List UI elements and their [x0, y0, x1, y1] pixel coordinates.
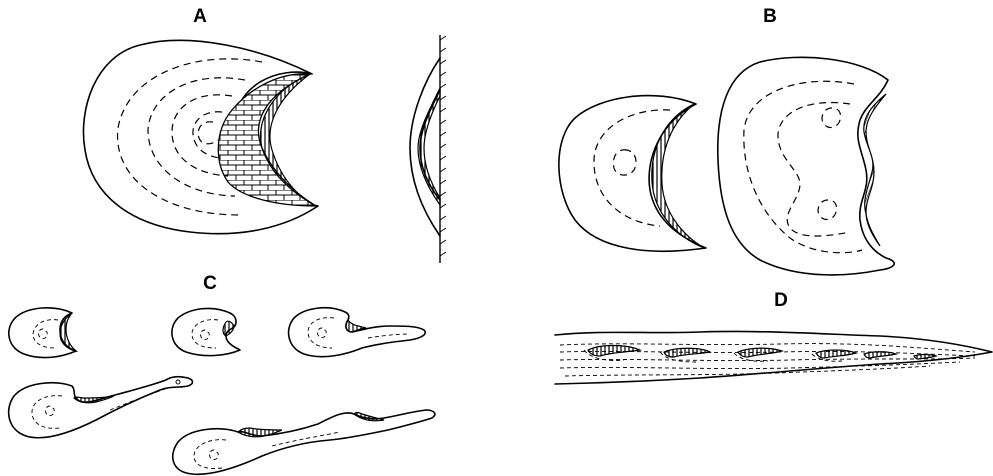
panel-d-crescent	[664, 348, 710, 357]
panel-d: D	[555, 290, 992, 384]
panel-d-crescent	[816, 350, 856, 358]
panel-b-large-growth-line	[744, 81, 862, 252]
panel-c-stage-4-tip	[176, 380, 180, 384]
panel-b-large-crescent-outline	[718, 57, 894, 275]
panel-c-stage-5-center	[210, 450, 219, 460]
panel-d-crescent	[738, 348, 782, 357]
panel-c: C	[9, 273, 435, 474]
panel-c-stage-5-rim	[238, 428, 282, 437]
panel-b-large-upper-center	[822, 108, 840, 127]
panel-b-small-center	[613, 150, 636, 175]
panel-b-label: B	[763, 6, 777, 27]
panel-a-crescent-outline	[83, 40, 318, 233]
panel-c-stage-2-growth-line	[192, 320, 218, 348]
panel-d-crescents	[588, 346, 936, 360]
panel-a-center	[198, 122, 218, 144]
panel-c-stage-3-tongue-line	[368, 334, 410, 338]
panel-d-crescent	[864, 352, 896, 358]
panel-b: B	[559, 6, 894, 275]
panel-c-stage-3-center	[318, 328, 327, 338]
panel-c-stage-3-growth-line	[308, 318, 334, 348]
panel-c-stage-5-growth-line	[194, 440, 226, 469]
panel-d-label: D	[774, 290, 788, 311]
panel-c-stage-2-rim	[223, 321, 234, 336]
panel-a-side-profile-rim	[418, 88, 440, 205]
panel-a-growth-line	[193, 112, 222, 158]
panel-c-label: C	[203, 273, 217, 294]
panel-c-stage-4-outline	[9, 377, 193, 438]
panel-d-crescent	[588, 346, 640, 357]
panel-c-stage-1-growth-line	[33, 320, 58, 348]
panel-a-side-profile-outer	[410, 58, 440, 236]
panel-c-stage-4-rim	[74, 396, 114, 403]
panel-c-stage-5-outline	[173, 410, 435, 474]
panel-a-label: A	[193, 6, 207, 27]
panel-c-stage-2-center	[201, 330, 210, 340]
panel-b-small-crescent-outline	[559, 96, 706, 252]
panel-d-crescent	[914, 355, 936, 360]
panel-c-stage-4-center	[46, 406, 55, 416]
panel-c-stage-4-neck-line	[110, 388, 168, 410]
panel-c-stage-1-rim	[60, 313, 76, 351]
panel-c-stage-1-center	[39, 329, 48, 339]
panel-a: A	[83, 6, 446, 263]
panel-a-wall-hatching	[440, 36, 446, 256]
panel-c-stage-5-secondary-rim	[354, 413, 384, 421]
panel-b-large-lower-center	[818, 200, 836, 219]
panel-b-large-crescent-rim	[864, 94, 886, 246]
panel-c-stage-4-growth-line	[32, 396, 62, 429]
panel-c-stage-3-outline	[289, 308, 426, 357]
